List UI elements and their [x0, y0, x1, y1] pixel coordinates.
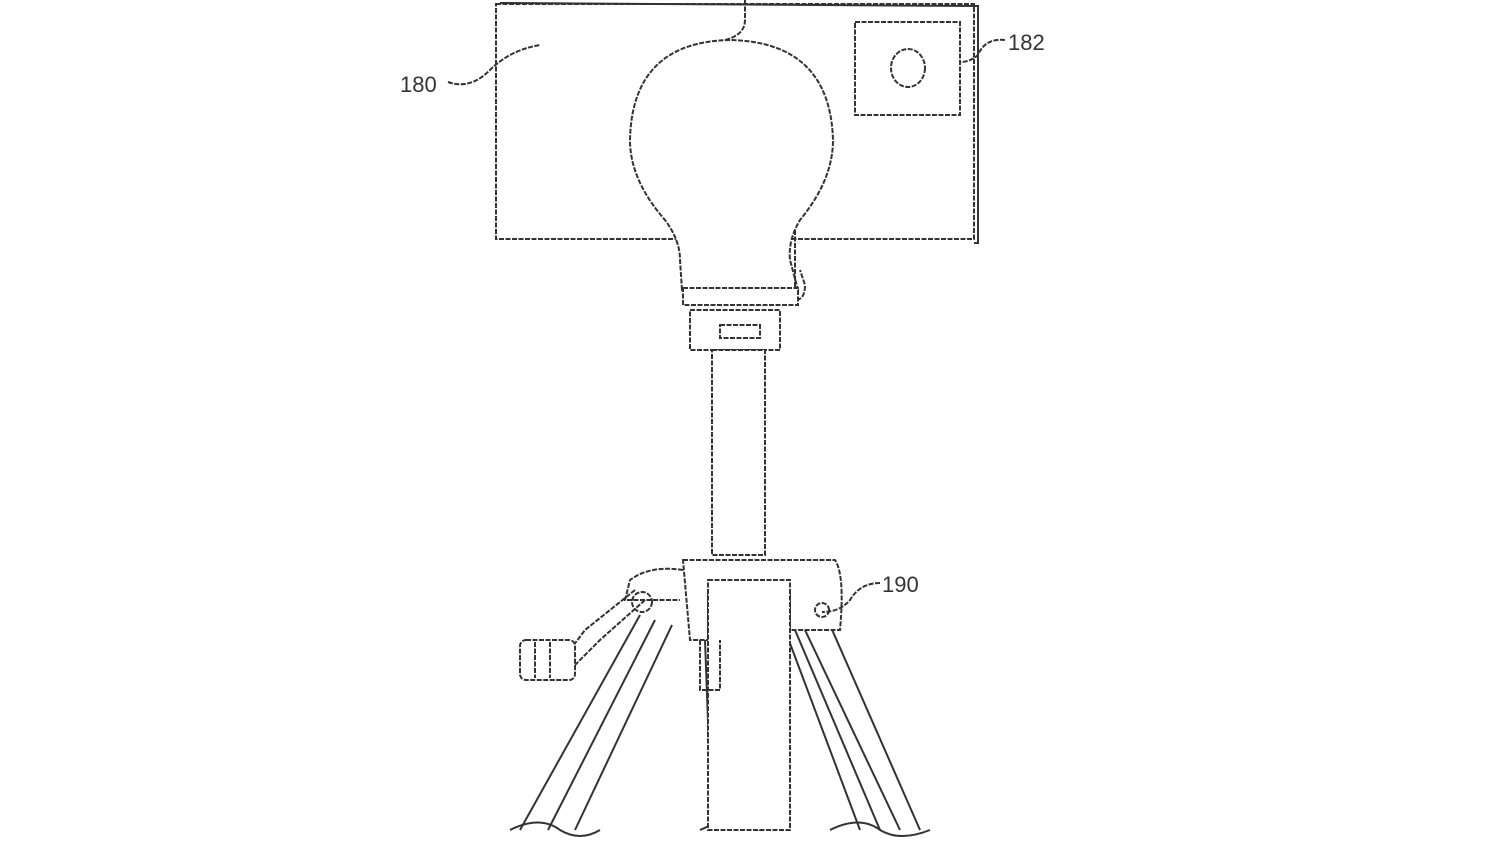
leader-line-182	[959, 38, 1006, 63]
label-182: 182	[1008, 30, 1045, 55]
tripod-handle	[519, 589, 653, 681]
tripod-head	[623, 559, 843, 831]
leader-line-180	[447, 44, 541, 86]
coupler	[689, 309, 781, 351]
label-190: 190	[882, 572, 919, 597]
leader-line-190	[821, 582, 881, 613]
lens-module	[854, 21, 961, 116]
bulb-mount	[628, 0, 835, 306]
label-180: 180	[400, 72, 437, 97]
extension-pole	[711, 349, 766, 556]
